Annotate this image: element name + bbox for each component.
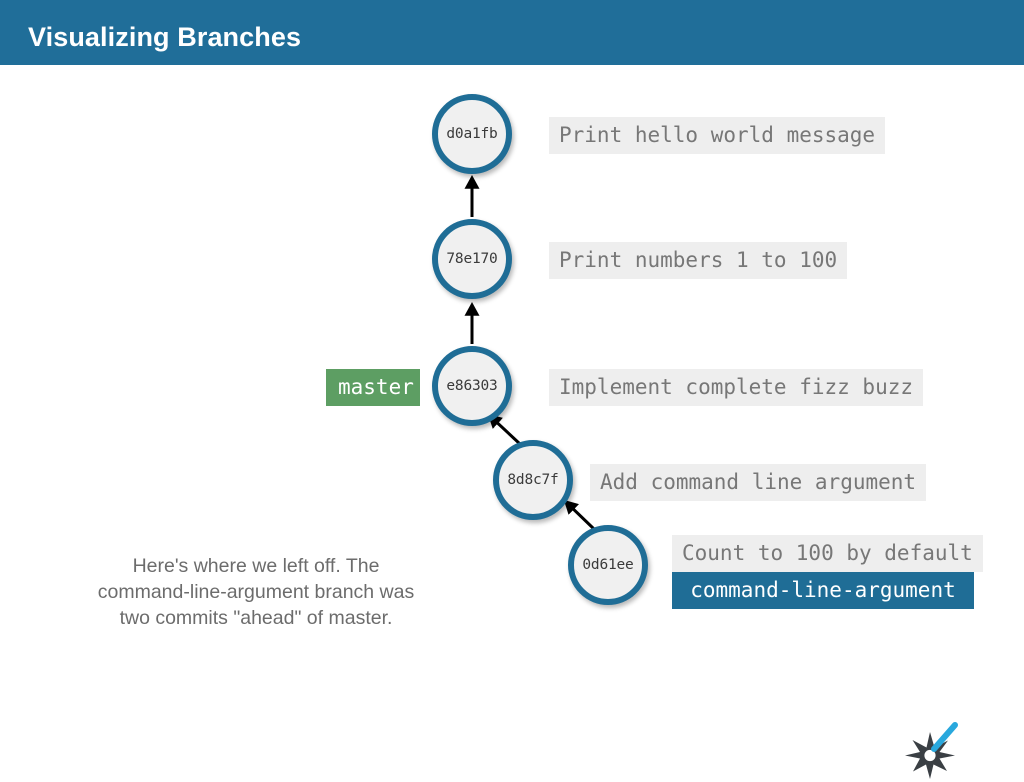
starburst-glyph — [905, 732, 955, 779]
commit-node-d0a1fb[interactable]: d0a1fb — [432, 94, 512, 174]
commit-message-e86303: Implement complete fizz buzz — [549, 369, 924, 406]
page-title: Visualizing Branches — [28, 22, 302, 52]
caption-text: Here's where we left off. The command-li… — [97, 555, 415, 629]
commit-sha-label: e86303 — [446, 378, 498, 394]
starburst-logo — [905, 722, 958, 779]
commit-edge-0d61ee-to-8d8c7f — [563, 499, 596, 531]
branch-label-master[interactable]: master — [326, 369, 420, 406]
commit-node-0d61ee[interactable]: 0d61ee — [568, 525, 648, 605]
commit-sha-label: 0d61ee — [582, 557, 634, 573]
commit-node-78e170[interactable]: 78e170 — [432, 219, 512, 299]
commit-message-0d61ee: Count to 100 by default — [672, 535, 983, 572]
branch-label-command-line-argument[interactable]: command-line-argument — [672, 572, 974, 609]
commit-sha-label: 8d8c7f — [507, 472, 559, 488]
commit-edge-8d8c7f-to-e86303 — [487, 413, 522, 446]
commit-graph: d0a1fb 78e170 e86303 8d8c7f 0d61ee Print hel… — [0, 65, 1024, 779]
commit-message-78e170: Print numbers 1 to 100 — [549, 242, 848, 279]
header-bar: Visualizing Branches — [0, 0, 1024, 65]
commit-node-8d8c7f[interactable]: 8d8c7f — [493, 440, 573, 520]
commit-message-d0a1fb: Print hello world message — [549, 117, 886, 154]
commit-message-8d8c7f: Add command line argument — [590, 464, 927, 501]
cyan-streak-icon — [931, 722, 958, 752]
commit-node-e86303[interactable]: e86303 — [432, 346, 512, 426]
commit-sha-label: 78e170 — [446, 251, 498, 267]
commit-sha-label: d0a1fb — [446, 126, 498, 142]
edge-layer — [464, 174, 596, 531]
